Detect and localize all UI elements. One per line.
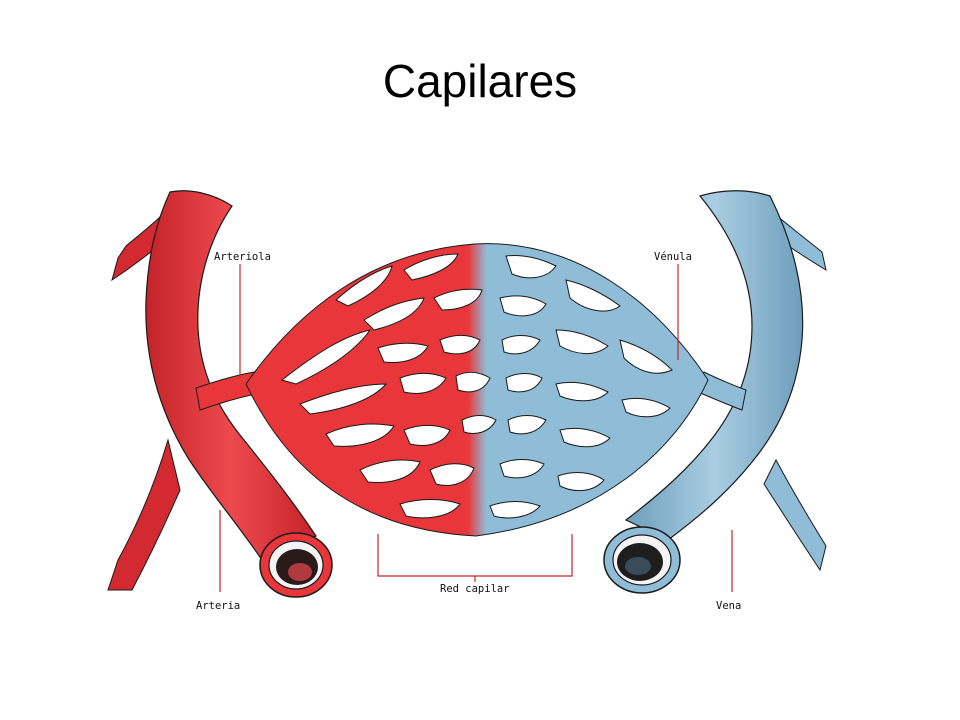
red-capilar-bracket — [377, 534, 573, 577]
vein-vessel — [603, 190, 827, 594]
label-venula: Vénula — [654, 251, 692, 263]
leader-lines — [219, 264, 733, 592]
capillary-network — [245, 243, 709, 537]
label-arteriola: Arteriola — [214, 251, 271, 263]
label-arteria: Arteria — [196, 600, 240, 612]
label-vena: Vena — [716, 600, 741, 612]
artery-vessel — [107, 190, 333, 598]
slide-title: Capilares — [382, 55, 578, 107]
label-red-capilar: Red capilar — [440, 583, 510, 595]
